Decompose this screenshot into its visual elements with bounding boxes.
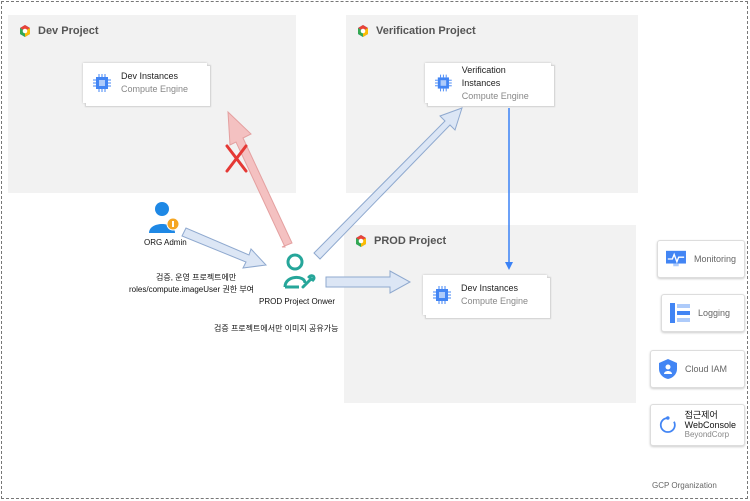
project-title: Dev Project xyxy=(38,25,99,37)
admin-arrow xyxy=(181,227,268,269)
instance-card[interactable]: Dev Instances Compute Engine xyxy=(83,63,207,103)
instance-title: Verification Instances xyxy=(461,64,506,88)
instance-card[interactable]: Dev Instances Compute Engine xyxy=(423,275,547,315)
instance-subtitle: Compute Engine xyxy=(121,84,189,94)
compute-engine-icon xyxy=(433,286,451,304)
webconsole-label: WebConsole xyxy=(684,420,736,430)
access-control-card[interactable]: 접근제어 WebConsole BeyondCorp xyxy=(650,404,745,446)
shield-icon xyxy=(659,359,677,379)
project-title: PROD Project xyxy=(374,235,447,247)
instance-subtitle: Compute Engine xyxy=(461,296,529,306)
project-title: Verification Project xyxy=(376,25,476,37)
beyondcorp-icon xyxy=(659,416,676,433)
gcp-organization-label: GCP Organization xyxy=(652,481,717,490)
compute-engine-icon xyxy=(93,74,111,92)
beyondcorp-label: BeyondCorp xyxy=(684,430,730,439)
monitoring-card[interactable]: Monitoring xyxy=(657,240,745,278)
instance-card[interactable]: Verification Instances Compute Engine xyxy=(425,63,551,103)
cloud-iam-label: Cloud IAM xyxy=(685,364,728,374)
allowed-arrow xyxy=(313,107,463,260)
project-owner-label: PROD Project Onwer xyxy=(259,297,336,306)
gcp-logo-icon xyxy=(20,25,30,37)
verification-project: Verification Project xyxy=(346,15,638,193)
org-admin-label: ORG Admin xyxy=(144,238,187,247)
image-flow-arrowhead xyxy=(505,262,513,270)
image-share-note: 검증 프로젝트에서만 이미지 공유가능 xyxy=(214,324,339,333)
gcp-logo-icon xyxy=(356,235,366,247)
access-control-label: 접근제어 xyxy=(684,410,718,420)
compute-engine-icon xyxy=(435,74,452,92)
logging-icon xyxy=(670,303,690,323)
instance-title: Dev Instances xyxy=(461,283,519,293)
logging-card[interactable]: Logging xyxy=(661,294,745,332)
blocked-arrow xyxy=(227,110,293,248)
blocked-x-icon xyxy=(225,144,248,173)
project-owner-icon xyxy=(283,253,316,289)
role-grant-note-line1: 검증, 운영 프로젝트에만 xyxy=(156,273,237,282)
instance-subtitle: Compute Engine xyxy=(461,90,529,101)
instance-title: Dev Instances xyxy=(121,71,179,81)
monitoring-label: Monitoring xyxy=(693,254,736,264)
gcp-logo-icon xyxy=(358,25,368,37)
role-grant-note-line2: roles/compute.imageUser 권한 부여 xyxy=(129,285,255,294)
share-arrow xyxy=(325,270,412,294)
monitoring-icon xyxy=(666,250,686,267)
logging-label: Logging xyxy=(698,308,731,318)
org-admin-icon xyxy=(149,202,180,233)
cloud-iam-card[interactable]: Cloud IAM xyxy=(650,350,745,388)
